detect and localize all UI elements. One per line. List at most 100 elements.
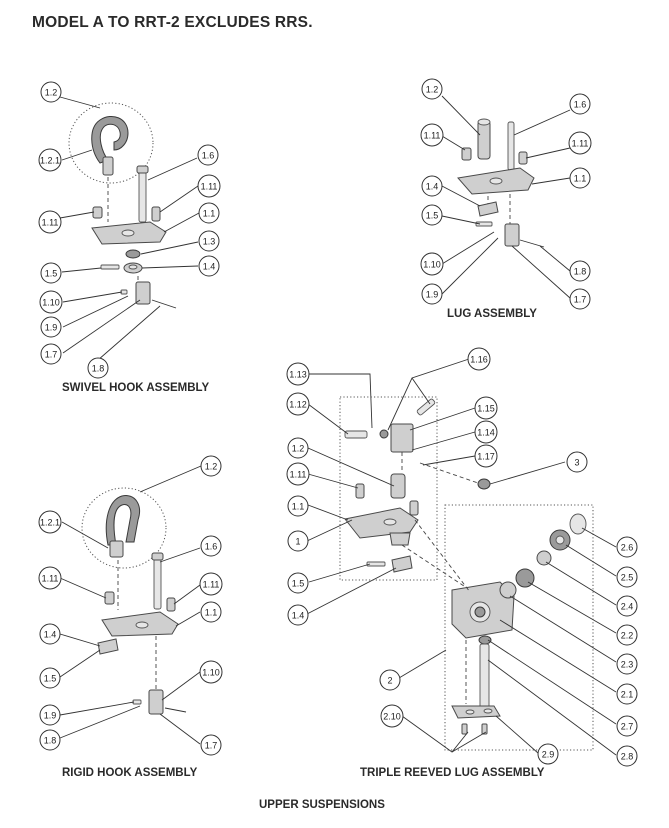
callout-label: 1.7 <box>574 295 587 305</box>
callout-triple-reeved-lug-2-8: 2.8 <box>616 745 638 767</box>
callout-label: 1.9 <box>44 711 57 721</box>
callout-lug-1-10: 1.10 <box>420 252 444 276</box>
callout-label: 1.1 <box>292 502 305 512</box>
callout-swivel-hook-1-1: 1.1 <box>198 202 220 224</box>
callout-label: 1.11 <box>203 580 220 590</box>
callout-label: 1.9 <box>426 290 439 300</box>
callout-lug-1-5: 1.5 <box>421 204 443 226</box>
rigid-hook-assembly-drawing <box>81 487 187 715</box>
callout-label: 2.10 <box>383 712 401 722</box>
callout-triple-reeved-lug-1: 1 <box>287 530 309 552</box>
callout-label: 1.8 <box>92 364 105 374</box>
callout-triple-reeved-lug-2-6: 2.6 <box>616 536 638 558</box>
lug-assembly-caption: LUG ASSEMBLY <box>447 308 537 320</box>
callout-swivel-hook-1-8: 1.8 <box>87 357 109 379</box>
callout-label: 1.2 <box>205 462 218 472</box>
callout-label: 1.2 <box>45 88 58 98</box>
callout-label: 1.11 <box>424 131 441 141</box>
callout-label: 1.2.1 <box>40 156 60 166</box>
callout-label: 1.6 <box>205 542 218 552</box>
callout-label: 1.10 <box>202 668 220 678</box>
callout-label: 2.4 <box>621 602 634 612</box>
callout-label: 1.4 <box>203 262 216 272</box>
callout-label: 1.11 <box>572 139 589 149</box>
callout-label: 1.2 <box>292 444 305 454</box>
callout-label: 1.11 <box>42 574 59 584</box>
callout-label: 2.2 <box>621 631 634 641</box>
callout-label: 1.5 <box>44 674 57 684</box>
callout-label: 1.6 <box>574 100 587 110</box>
callout-label: 1.4 <box>44 630 57 640</box>
callout-swivel-hook-1-9: 1.9 <box>40 316 62 338</box>
callout-lug-1-11: 1.11 <box>420 123 444 147</box>
callout-swivel-hook-1-11: 1.11 <box>38 210 62 234</box>
callout-label: 1.7 <box>205 741 218 751</box>
callout-label: 1.9 <box>45 323 58 333</box>
callout-rigid-hook-1-9: 1.9 <box>39 704 61 726</box>
callout-triple-reeved-lug-1-12: 1.12 <box>286 392 310 416</box>
callout-label: 1.8 <box>44 736 57 746</box>
callout-triple-reeved-lug-1-17: 1.17 <box>474 444 498 468</box>
callout-rigid-hook-1-5: 1.5 <box>39 667 61 689</box>
callout-label: 1.2.1 <box>40 518 60 528</box>
swivel-hook-assembly-caption: SWIVEL HOOK ASSEMBLY <box>62 382 210 394</box>
callout-rigid-hook-1-7: 1.7 <box>200 734 222 756</box>
callout-label: 1.10 <box>42 298 60 308</box>
callout-label: 2.9 <box>542 750 555 760</box>
callout-lug-1-2: 1.2 <box>421 78 443 100</box>
callout-triple-reeved-lug-1-14: 1.14 <box>474 420 498 444</box>
callout-rigid-hook-1-4: 1.4 <box>39 623 61 645</box>
callout-triple-reeved-lug-2-4: 2.4 <box>616 595 638 617</box>
callout-label: 1.5 <box>45 269 58 279</box>
lug-assembly-drawing <box>457 118 545 248</box>
callout-label: 2.1 <box>621 690 634 700</box>
callout-label: 1.12 <box>289 400 307 410</box>
callout-label: 1.11 <box>201 182 218 192</box>
callout-swivel-hook-1-6: 1.6 <box>197 144 219 166</box>
callout-swivel-hook-1-2-1: 1.2.1 <box>38 148 62 172</box>
callout-rigid-hook-1-10: 1.10 <box>199 660 223 684</box>
callout-label: 1.3 <box>203 237 216 247</box>
callout-swivel-hook-1-7: 1.7 <box>40 343 62 365</box>
callout-label: 2.3 <box>621 660 634 670</box>
upper-suspensions-footer: UPPER SUSPENSIONS <box>259 799 385 811</box>
callout-swivel-hook-1-10: 1.10 <box>39 290 63 314</box>
triple-reeved-lug-assembly-drawing <box>339 396 594 751</box>
callout-label: 1.6 <box>202 151 215 161</box>
callout-triple-reeved-lug-1-11: 1.11 <box>286 462 310 486</box>
callout-label: 1.17 <box>477 452 495 462</box>
callout-label: 2.7 <box>621 722 634 732</box>
callout-swivel-hook-1-4: 1.4 <box>198 255 220 277</box>
callout-label: 1.10 <box>423 260 441 270</box>
callout-triple-reeved-lug-2-1: 2.1 <box>616 683 638 705</box>
callout-swivel-hook-1-3: 1.3 <box>198 230 220 252</box>
callout-lug-1-7: 1.7 <box>569 288 591 310</box>
callout-triple-reeved-lug-1-4: 1.4 <box>287 604 309 626</box>
callout-rigid-hook-1-2-1: 1.2.1 <box>38 510 62 534</box>
callout-swivel-hook-1-5: 1.5 <box>40 262 62 284</box>
callout-rigid-hook-1-11: 1.11 <box>199 572 223 596</box>
callout-label: 1.15 <box>477 404 495 414</box>
callout-triple-reeved-lug-2-9: 2.9 <box>537 743 559 765</box>
callout-triple-reeved-lug-2-10: 2.10 <box>380 704 404 728</box>
leader-lines <box>59 95 617 756</box>
callout-label: 1 <box>295 537 300 547</box>
callout-rigid-hook-1-2: 1.2 <box>200 455 222 477</box>
callout-swivel-hook-1-11: 1.11 <box>197 174 221 198</box>
callout-label: 2.6 <box>621 543 634 553</box>
callout-triple-reeved-lug-2: 2 <box>379 669 401 691</box>
callout-label: 3 <box>574 458 579 468</box>
callout-label: 1.13 <box>289 370 307 380</box>
callout-triple-reeved-lug-2-5: 2.5 <box>616 566 638 588</box>
callout-rigid-hook-1-1: 1.1 <box>200 601 222 623</box>
callout-label: 1.2 <box>426 85 439 95</box>
callout-triple-reeved-lug-3: 3 <box>566 451 588 473</box>
callout-lug-1-9: 1.9 <box>421 283 443 305</box>
callout-label: 1.16 <box>470 355 488 365</box>
callout-triple-reeved-lug-1-13: 1.13 <box>286 362 310 386</box>
callout-swivel-hook-1-2: 1.2 <box>40 81 62 103</box>
rigid-hook-assembly-caption: RIGID HOOK ASSEMBLY <box>62 767 198 779</box>
callout-label: 1.1 <box>574 174 587 184</box>
